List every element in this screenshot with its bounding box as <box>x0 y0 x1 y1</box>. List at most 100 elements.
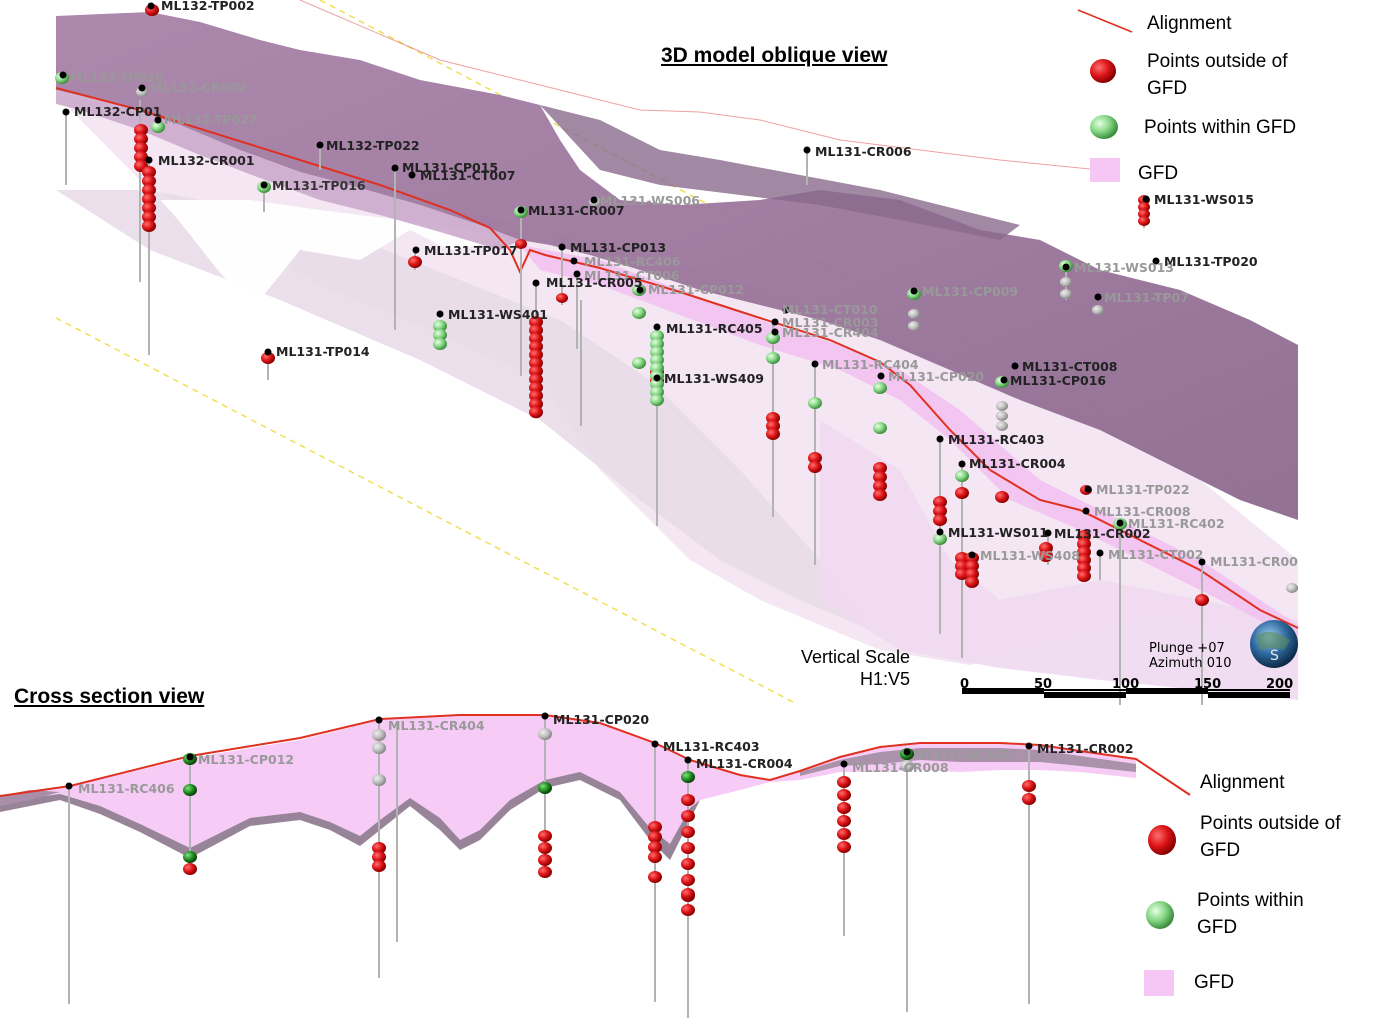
gfd-body-shadow <box>56 190 870 630</box>
compass-globe-icon: S <box>1250 620 1298 668</box>
point-outside <box>873 462 887 474</box>
hole-label: ML131-TP014 <box>276 344 370 359</box>
xs-legend-alignment-label: Alignment <box>1200 772 1285 793</box>
hole-label: ML131-WS401 <box>448 307 548 322</box>
xs-legend-gfd-label: GFD <box>1194 972 1235 993</box>
point-outside <box>681 904 695 916</box>
hole-label: ML131-CP020 <box>888 369 984 384</box>
point-outside <box>142 220 156 232</box>
point-outside <box>529 348 543 361</box>
point-outside <box>134 151 148 163</box>
vertical-scale-line1: Vertical Scale <box>800 647 910 667</box>
point-outside <box>142 175 156 187</box>
hole-label: ML131-CR005 <box>546 275 643 290</box>
point-obscured <box>372 774 386 786</box>
hole-label: ML131-CR008 <box>1094 504 1191 519</box>
azimuth-text: Azimuth 010 <box>1149 656 1232 671</box>
point-outside <box>873 471 887 483</box>
point-outside <box>1077 570 1091 582</box>
hole-label: ML131-RC403 <box>663 739 760 754</box>
gfd-top-highlight <box>56 90 520 250</box>
point-outside <box>648 831 662 843</box>
point-outside <box>515 239 527 249</box>
point-outside <box>1138 216 1150 226</box>
legend-gfd-swatch <box>1090 158 1120 182</box>
hole-label: ML131-RC404 <box>822 357 919 372</box>
point-outside <box>529 389 543 402</box>
hole-label: ML131-RC402 <box>1128 516 1225 531</box>
hole-collar <box>771 328 779 336</box>
scale-tick-0: 0 <box>960 677 969 692</box>
hole-label: ML131-CR004 <box>696 756 793 771</box>
hole-label: ML131-CR008 <box>852 760 949 775</box>
hole-collar <box>590 196 598 204</box>
point-within <box>183 851 197 863</box>
legend-alignment-label: Alignment <box>1147 13 1232 34</box>
hole-collar <box>375 716 383 724</box>
hole-collar <box>541 712 549 720</box>
hole-collar <box>145 156 153 164</box>
hole-label: ML131-TP07 <box>1104 290 1189 305</box>
hole-label: ML132-TP022 <box>326 138 420 153</box>
hole-collar <box>1116 519 1124 527</box>
point-outside <box>529 398 543 410</box>
point-outside <box>538 842 552 854</box>
point-outside <box>1022 793 1036 805</box>
hole-collar <box>910 287 918 295</box>
hole-collar <box>260 181 268 189</box>
point-outside <box>1138 202 1150 212</box>
hole-collar <box>573 270 581 278</box>
hole-collar <box>636 286 644 294</box>
hole-label: ML131-CT002 <box>1108 547 1203 562</box>
xs-legend-outside-label: Points outside of GFD <box>1200 813 1341 861</box>
hole-collar <box>877 372 885 380</box>
point-outside <box>1195 594 1209 606</box>
hole-label: ML131-CT008 <box>1022 359 1117 374</box>
point-outside <box>648 871 662 883</box>
point-outside <box>837 841 851 853</box>
hole-collar <box>684 756 692 764</box>
vertical-scale-line2: H1:V5 <box>859 669 910 689</box>
guide-line-lower <box>55 317 796 704</box>
point-within <box>433 329 447 341</box>
point-outside <box>529 357 543 369</box>
hole-label: ML131-WS408 <box>980 548 1080 563</box>
hole-collar <box>771 318 779 326</box>
hole-collar <box>803 146 811 154</box>
point-outside <box>538 866 552 878</box>
hole-collar <box>958 460 966 468</box>
scale-tick-100: 100 <box>1112 677 1139 692</box>
cross-section-title: Cross section view <box>14 685 205 708</box>
point-outside <box>933 496 947 508</box>
points-obscured-xs <box>372 728 914 786</box>
point-outside <box>556 293 568 303</box>
point-within <box>933 533 947 545</box>
hole-label: ML131-WS006 <box>600 193 700 208</box>
point-outside <box>134 142 148 154</box>
point-outside <box>261 352 275 364</box>
legend-within-swatch <box>1090 115 1118 139</box>
point-within <box>681 771 695 783</box>
point-outside <box>648 821 662 833</box>
hole-collar <box>1198 558 1206 566</box>
point-outside <box>408 256 422 268</box>
legend-gfd-label: GFD <box>1138 163 1179 184</box>
point-outside <box>1022 780 1036 792</box>
hole-collar <box>59 71 67 79</box>
hole-collar <box>782 306 790 314</box>
point-within <box>873 382 887 394</box>
point-outside <box>681 826 695 838</box>
point-obscured <box>1060 289 1072 299</box>
hole-label: ML131-RC405 <box>666 321 763 336</box>
hole-collar <box>1082 507 1090 515</box>
point-within <box>183 784 197 796</box>
xs-gfd-body <box>0 716 1136 860</box>
hole-label: ML131-TP022 <box>1096 482 1190 497</box>
point-outside <box>529 365 543 378</box>
point-obscured <box>996 401 1008 411</box>
hole-collar <box>936 435 944 443</box>
hole-label: ML132-CP01 <box>74 104 161 119</box>
hole-collar <box>558 243 566 251</box>
points-outside-xs <box>183 776 1036 916</box>
point-outside <box>142 193 156 205</box>
